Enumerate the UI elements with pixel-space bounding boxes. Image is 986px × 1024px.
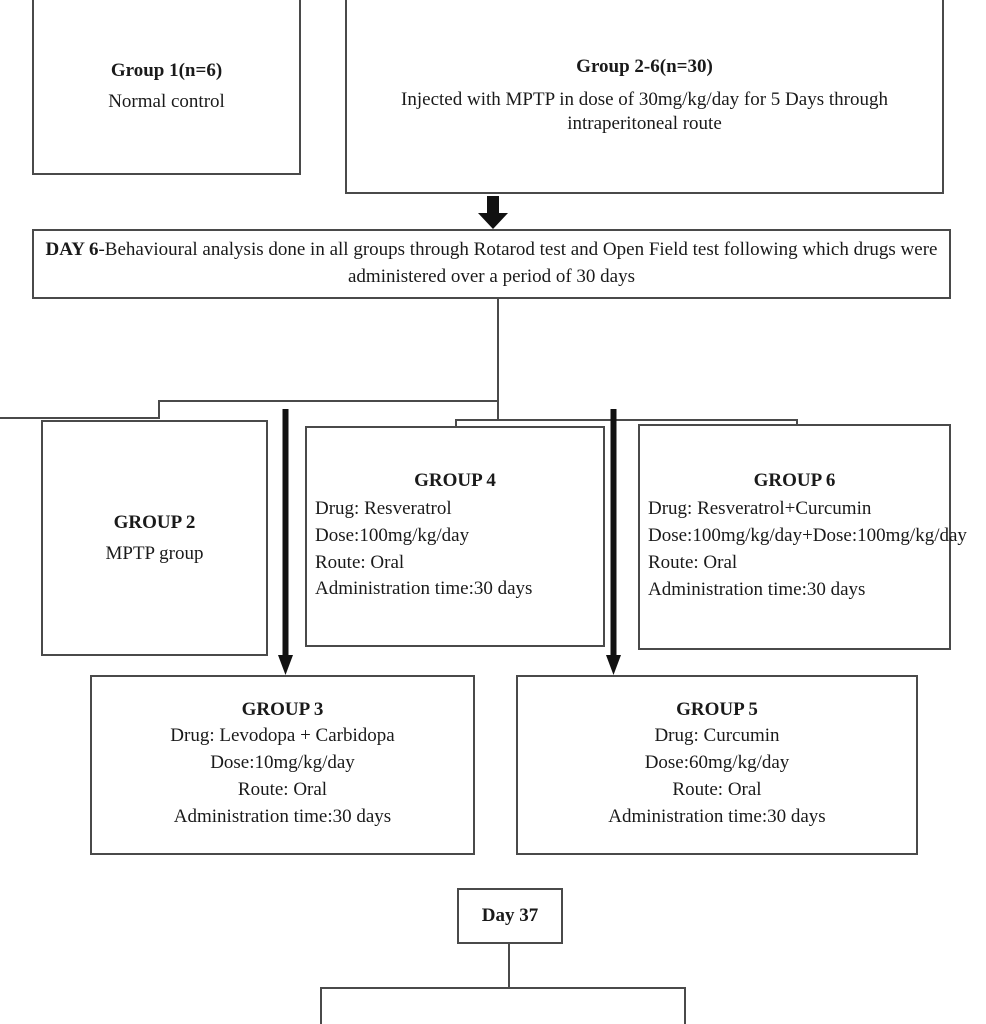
group-4-line-4: Administration time:30 days: [315, 578, 533, 600]
day-6-box: DAY 6-Behavioural analysis done in all g…: [32, 229, 951, 299]
group-3-line-2: Dose:10mg/kg/day: [210, 752, 355, 774]
group-3-line-3: Route: Oral: [237, 779, 328, 800]
group-2-box: GROUP 2 MPTP group: [41, 420, 268, 656]
group-4-title: GROUP 4: [414, 469, 496, 491]
group-3-title: GROUP 3: [241, 699, 324, 721]
arrow-down-icon: [478, 196, 508, 229]
group-2-title: GROUP 2: [113, 511, 196, 533]
group-3-box: GROUP 3 Drug: Levodopa + Carbidopa Dose:…: [90, 675, 475, 855]
connector-rail-right: [497, 419, 798, 421]
group-6-line-4: Administration time:30 days: [648, 578, 866, 600]
connector-rail-right-up: [497, 400, 499, 421]
day-37-box: Day 37: [457, 888, 563, 944]
group-2-6-box: Group 2-6(n=30) Injected with MPTP in do…: [345, 0, 944, 194]
bottom-box-top-edge: [320, 987, 686, 989]
connector-rail-left: [158, 400, 499, 402]
group-1-title: Group 1(n=6): [110, 60, 223, 81]
day-6-text: DAY 6-Behavioural analysis done in all g…: [34, 237, 949, 291]
connector-trunk: [497, 299, 499, 402]
group-5-box: GROUP 5 Drug: Curcumin Dose:60mg/kg/day …: [516, 675, 918, 855]
group-4-line-3: Route: Oral: [315, 551, 405, 573]
group-6-title: GROUP 6: [753, 470, 836, 492]
group-5-line-4: Administration time:30 days: [608, 805, 826, 827]
group-4-line-2: Dose:100mg/kg/day: [315, 524, 470, 546]
connector-rail-left-drop: [158, 400, 160, 419]
bottom-box-left-edge: [320, 987, 322, 1024]
group-4-line-1: Drug: Resveratrol: [315, 497, 452, 519]
group-6-line-2: Dose:100mg/kg/day+Dose:100mg/kg/day: [648, 525, 967, 547]
group-5-line-1: Drug: Curcumin: [654, 725, 780, 747]
day-37-label: Day 37: [481, 905, 539, 926]
group-2-subtitle: MPTP group: [105, 542, 204, 564]
connector-day37-stem: [508, 944, 510, 988]
group-1-subtitle: Normal control: [108, 91, 225, 112]
group-5-line-3: Route: Oral: [672, 779, 762, 800]
group-4-box: GROUP 4 Drug: Resveratrol Dose:100mg/kg/…: [305, 426, 605, 647]
group-2-6-body: Injected with MPTP in dose of 30mg/kg/da…: [401, 89, 888, 134]
group-5-title: GROUP 5: [676, 699, 758, 721]
connector-rail-left-foot: [0, 417, 160, 419]
arrow-down-icon: [278, 409, 293, 675]
group-5-line-2: Dose:60mg/kg/day: [644, 752, 790, 774]
group-6-box: GROUP 6 Drug: Resveratrol+Curcumin Dose:…: [638, 424, 967, 650]
day-6-lead: DAY 6: [45, 239, 99, 261]
group-3-line-1: Drug: Levodopa + Carbidopa: [170, 725, 395, 747]
day-6-body: -Behavioural analysis done in all groups…: [98, 239, 938, 287]
connector-group4-stub: [455, 419, 499, 421]
bottom-box-right-edge: [684, 987, 686, 1024]
group-6-line-1: Drug: Resveratrol+Curcumin: [648, 498, 872, 520]
group-6-line-3: Route: Oral: [648, 552, 738, 573]
group-2-6-title: Group 2-6(n=30): [576, 56, 713, 78]
group-3-line-4: Administration time:30 days: [173, 805, 392, 827]
group-1-box: Group 1(n=6) Normal control: [32, 0, 301, 175]
arrow-down-icon: [606, 409, 621, 675]
